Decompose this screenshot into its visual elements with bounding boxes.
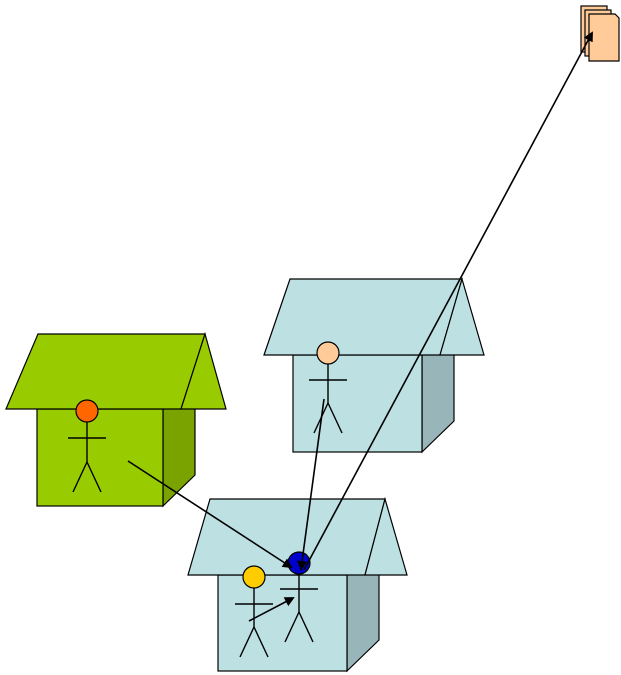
person-blue-head — [288, 552, 310, 574]
document-stack — [581, 6, 619, 61]
person-orange-head — [76, 400, 98, 422]
house-green-left — [6, 334, 226, 506]
house-blue-top-front-wall — [293, 355, 422, 452]
document-stack-icon — [581, 6, 619, 61]
house-blue-top — [264, 279, 484, 452]
person-yellow-head — [243, 566, 265, 588]
house-blue-top-roof — [264, 279, 462, 355]
house-blue-bottom — [188, 499, 407, 671]
house-green-roof — [6, 334, 205, 409]
person-peach-head — [317, 342, 339, 364]
